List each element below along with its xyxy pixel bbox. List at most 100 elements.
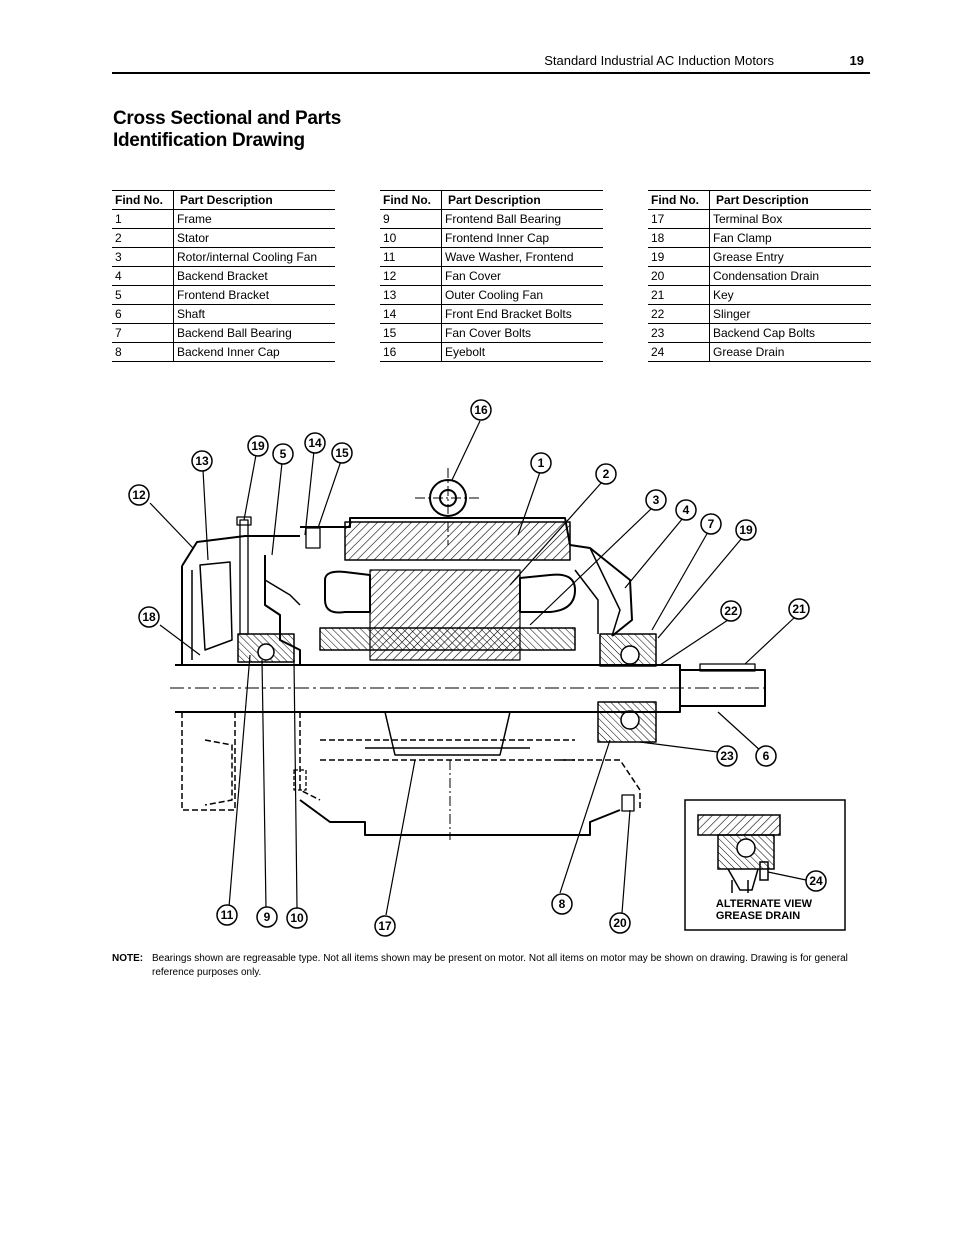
- svg-text:8: 8: [559, 897, 566, 911]
- svg-text:23: 23: [720, 749, 734, 763]
- part-description-cell: Outer Cooling Fan: [441, 285, 603, 305]
- drawing-note: NOTE: Bearings shown are regreasable typ…: [112, 952, 870, 980]
- svg-text:15: 15: [335, 446, 349, 460]
- svg-text:19: 19: [739, 523, 753, 537]
- svg-text:16: 16: [474, 403, 488, 417]
- callout-5: 5: [272, 443, 294, 465]
- find-no-cell: 20: [648, 266, 710, 286]
- svg-text:9: 9: [264, 910, 271, 924]
- svg-text:14: 14: [308, 436, 322, 450]
- callout-10: 10: [286, 907, 308, 929]
- page-number: 19: [849, 53, 864, 68]
- callout-16: 16: [470, 399, 492, 421]
- callout-13: 13: [191, 450, 213, 472]
- svg-text:19: 19: [251, 439, 265, 453]
- find-no-header: Find No.: [648, 190, 710, 210]
- callout-14: 14: [304, 432, 326, 454]
- callout-2: 2: [595, 463, 617, 485]
- part-description-cell: Terminal Box: [709, 209, 871, 229]
- find-no-cell: 23: [648, 323, 710, 343]
- callout-9: 9: [256, 906, 278, 928]
- callout-11: 11: [216, 904, 238, 926]
- part-description-header: Part Description: [173, 190, 335, 210]
- find-no-header: Find No.: [112, 190, 174, 210]
- find-no-cell: 22: [648, 304, 710, 324]
- find-no-cell: 15: [380, 323, 442, 343]
- svg-text:11: 11: [221, 908, 234, 922]
- inset-label-line-2: GREASE DRAIN: [716, 910, 800, 922]
- part-description-cell: Fan Cover: [441, 266, 603, 286]
- svg-text:7: 7: [708, 517, 715, 531]
- callout-22: 22: [720, 600, 742, 622]
- svg-text:13: 13: [195, 454, 209, 468]
- part-description-cell: Grease Entry: [709, 247, 871, 267]
- callout-1: 1: [530, 452, 552, 474]
- callout-19b: 19: [735, 519, 757, 541]
- find-no-cell: 17: [648, 209, 710, 229]
- callout-18: 18: [138, 606, 160, 628]
- find-no-cell: 6: [112, 304, 174, 324]
- part-description-cell: Slinger: [709, 304, 871, 324]
- page-header: Standard Industrial AC Induction Motors …: [112, 50, 870, 74]
- part-description-header: Part Description: [709, 190, 871, 210]
- svg-text:10: 10: [290, 911, 304, 925]
- find-no-cell: 18: [648, 228, 710, 248]
- find-no-cell: 13: [380, 285, 442, 305]
- callout-12: 12: [128, 484, 150, 506]
- callout-19: 19: [247, 435, 269, 457]
- table-header-row: Find No. Part Description: [648, 190, 871, 210]
- find-no-cell: 12: [380, 266, 442, 286]
- table-header-row: Find No. Part Description: [112, 190, 335, 210]
- part-description-cell: Frontend Bracket: [173, 285, 335, 305]
- part-description-cell: Key: [709, 285, 871, 305]
- svg-text:20: 20: [613, 916, 627, 930]
- svg-text:2: 2: [603, 467, 610, 481]
- callout-23: 23: [716, 745, 738, 767]
- part-description-header: Part Description: [441, 190, 603, 210]
- title-line-1: Cross Sectional and Parts: [113, 108, 341, 129]
- part-description-cell: Frontend Inner Cap: [441, 228, 603, 248]
- find-no-cell: 19: [648, 247, 710, 267]
- part-description-cell: Frame: [173, 209, 335, 229]
- find-no-cell: 7: [112, 323, 174, 343]
- svg-text:6: 6: [763, 749, 770, 763]
- note-label: NOTE:: [112, 953, 144, 964]
- callout-3: 3: [645, 489, 667, 511]
- svg-text:24: 24: [809, 874, 823, 888]
- svg-text:21: 21: [792, 602, 806, 616]
- title-line-2: Identification Drawing: [113, 130, 305, 151]
- svg-text:5: 5: [280, 447, 287, 461]
- svg-text:1: 1: [538, 456, 545, 470]
- callout-15: 15: [331, 442, 353, 464]
- find-no-cell: 21: [648, 285, 710, 305]
- part-description-cell: Condensation Drain: [709, 266, 871, 286]
- callout-4: 4: [675, 499, 697, 521]
- callout-17: 17: [374, 915, 396, 937]
- callout-7: 7: [700, 513, 722, 535]
- part-description-cell: Backend Inner Cap: [173, 342, 335, 362]
- part-description-cell: Grease Drain: [709, 342, 871, 362]
- find-no-cell: 8: [112, 342, 174, 362]
- find-no-cell: 5: [112, 285, 174, 305]
- svg-text:22: 22: [724, 604, 738, 618]
